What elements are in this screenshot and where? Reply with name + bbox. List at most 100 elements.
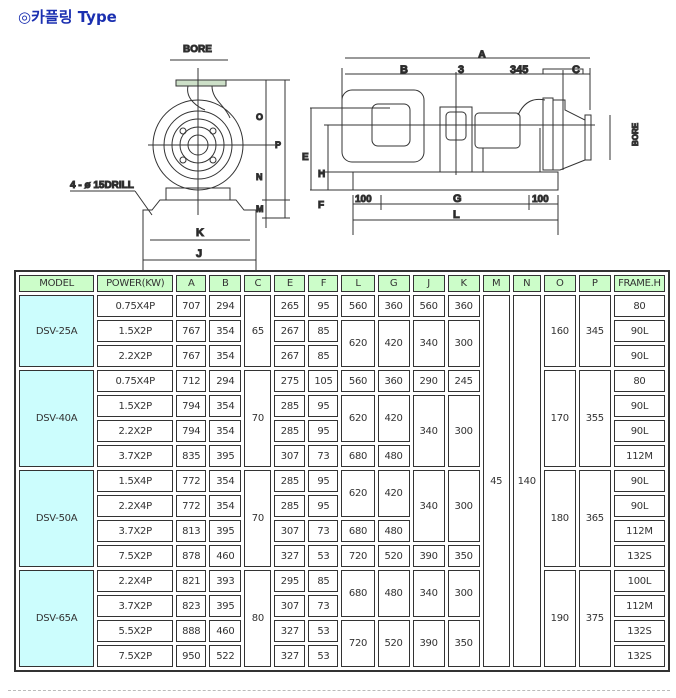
a-cell: 707: [176, 295, 207, 317]
e-cell: 307: [274, 520, 306, 542]
p-cell: 355: [578, 370, 611, 467]
label-100-left: 100: [355, 194, 372, 205]
frame-cell: 90L: [613, 345, 665, 367]
b-cell: 522: [209, 645, 242, 667]
b-cell: 354: [209, 470, 242, 492]
f-cell: 95: [308, 495, 339, 517]
e-cell: 327: [274, 620, 306, 642]
pump-dimension-drawing: BORE 4 - ø 15DRILL O P N M K J A B 3 345…: [70, 44, 641, 270]
j-cell: 340: [412, 470, 445, 542]
power-cell: 5.5X2P: [97, 620, 174, 642]
l-cell: 680: [341, 445, 375, 467]
frame-cell: 80: [613, 370, 665, 392]
frame-cell: 90L: [613, 495, 665, 517]
frame-cell: 132S: [613, 545, 665, 567]
model-cell: DSV-65A: [19, 570, 95, 667]
column-header: M: [482, 275, 510, 292]
k-cell: 300: [447, 470, 480, 542]
b-cell: 393: [209, 570, 242, 592]
g-cell: 520: [377, 620, 410, 667]
power-cell: 2.2X4P: [97, 570, 174, 592]
f-cell: 95: [308, 420, 339, 442]
g-cell: 480: [377, 520, 410, 542]
label-c: C: [572, 64, 580, 76]
power-cell: 1.5X2P: [97, 395, 174, 417]
e-cell: 307: [274, 595, 306, 617]
l-cell: 680: [341, 570, 375, 617]
label-k: K: [196, 227, 204, 239]
o-cell: 170: [543, 370, 576, 467]
b-cell: 354: [209, 495, 242, 517]
c-cell: 70: [244, 370, 272, 467]
j-cell: 340: [412, 320, 445, 367]
e-cell: 285: [274, 495, 306, 517]
o-cell: 190: [543, 570, 576, 667]
column-header: C: [244, 275, 272, 292]
a-cell: 950: [176, 645, 207, 667]
power-cell: 1.5X4P: [97, 470, 174, 492]
power-cell: 3.7X2P: [97, 445, 174, 467]
l-cell: 720: [341, 545, 375, 567]
frame-cell: 80: [613, 295, 665, 317]
g-cell: 480: [377, 570, 410, 617]
label-345: 345: [510, 64, 528, 76]
g-cell: 420: [377, 320, 410, 367]
l-cell: 620: [341, 395, 375, 442]
column-header: B: [209, 275, 242, 292]
label-p: P: [275, 140, 281, 150]
l-cell: 620: [341, 320, 375, 367]
f-cell: 95: [308, 395, 339, 417]
b-cell: 460: [209, 620, 242, 642]
column-header: A: [176, 275, 207, 292]
power-cell: 2.2X4P: [97, 495, 174, 517]
a-cell: 767: [176, 320, 207, 342]
c-cell: 80: [244, 570, 272, 667]
f-cell: 53: [308, 545, 339, 567]
f-cell: 85: [308, 570, 339, 592]
b-cell: 395: [209, 595, 242, 617]
b-cell: 354: [209, 345, 242, 367]
a-cell: 835: [176, 445, 207, 467]
e-cell: 285: [274, 395, 306, 417]
k-cell: 300: [447, 395, 480, 467]
power-cell: 2.2X2P: [97, 420, 174, 442]
a-cell: 813: [176, 520, 207, 542]
power-cell: 3.7X2P: [97, 595, 174, 617]
label-100-right: 100: [532, 194, 549, 205]
e-cell: 307: [274, 445, 306, 467]
g-cell: 480: [377, 445, 410, 467]
e-cell: 285: [274, 420, 306, 442]
frame-cell: 112M: [613, 595, 665, 617]
j-cell: 340: [412, 570, 445, 617]
column-header: POWER(KW): [97, 275, 174, 292]
pump-side-view: A B 3 345 C E H F BORE 100 G 100 L: [302, 49, 641, 235]
model-cell: DSV-25A: [19, 295, 95, 367]
e-cell: 295: [274, 570, 306, 592]
k-cell: 300: [447, 570, 480, 617]
l-cell: 720: [341, 620, 375, 667]
label-f: F: [318, 200, 324, 211]
label-h: H: [318, 169, 325, 180]
frame-cell: 90L: [613, 420, 665, 442]
label-bore-side: BORE: [631, 122, 640, 146]
c-cell: 65: [244, 295, 272, 367]
column-header: J: [412, 275, 445, 292]
page-title: ◎카플링 Type: [18, 8, 117, 26]
b-cell: 354: [209, 420, 242, 442]
label-drill: 4 - ø 15DRILL: [70, 180, 134, 191]
label-m: M: [256, 204, 264, 214]
k-cell: 350: [447, 545, 480, 567]
f-cell: 53: [308, 620, 339, 642]
a-cell: 712: [176, 370, 207, 392]
f-cell: 53: [308, 645, 339, 667]
label-e: E: [302, 152, 309, 163]
g-cell: 360: [377, 370, 410, 392]
